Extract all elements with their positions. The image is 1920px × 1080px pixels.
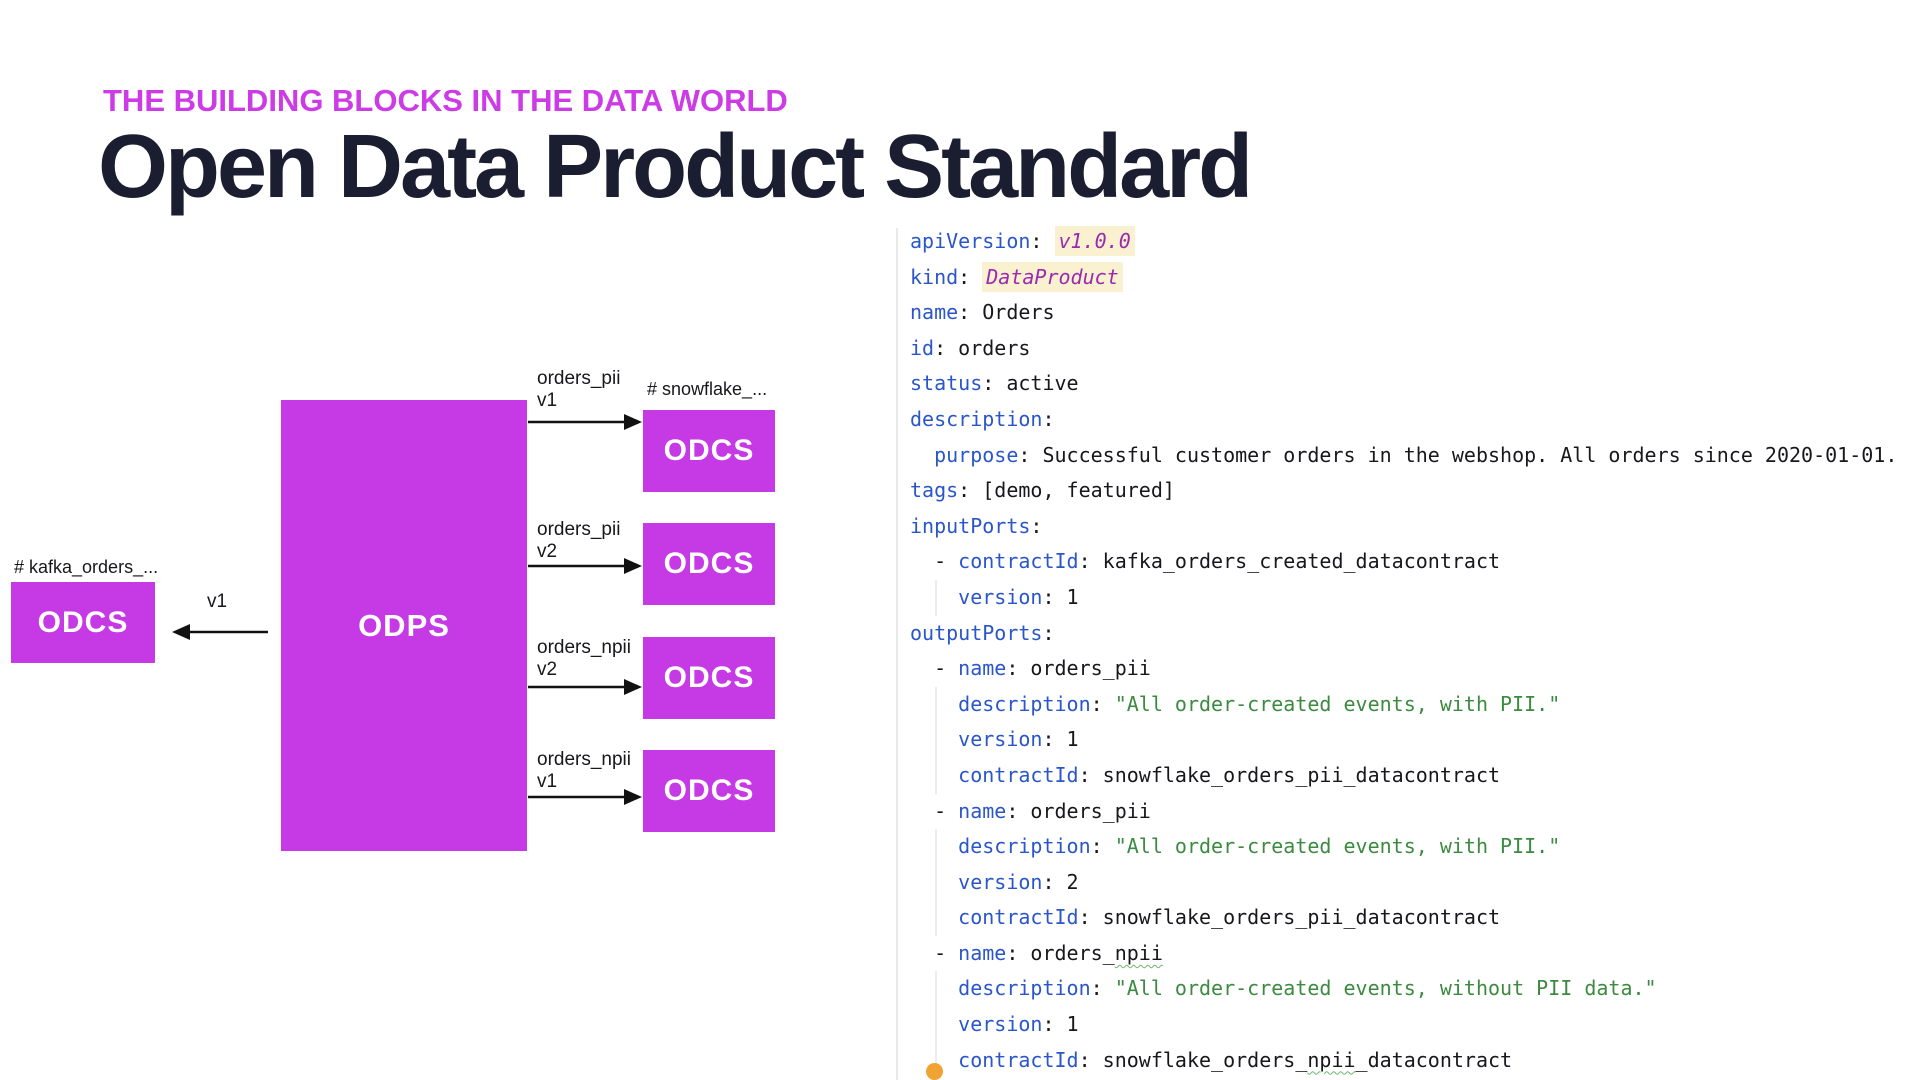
odcs-box-label: ODCS	[663, 434, 755, 467]
code-line: version: 1	[910, 1007, 1897, 1043]
port-name: orders_npii	[537, 637, 631, 658]
code-line: inputPorts:	[910, 513, 1043, 538]
odcs-box-kafka: ODCS	[11, 582, 155, 663]
odcs-box-snowflake-pii-v1: ODCS	[643, 410, 775, 492]
code-line: contractId: snowflake_orders_pii_datacon…	[910, 757, 1897, 794]
code-line: tags: [demo, featured]	[910, 478, 1175, 503]
input-port-version-label: v1	[207, 591, 228, 612]
code-line: - name: orders_npii	[910, 940, 1163, 965]
code-line: version: 1	[910, 722, 1897, 758]
port-label-orders-pii-v2: orders_pii v2	[537, 519, 620, 562]
code-line: purpose: Successful customer orders in t…	[934, 442, 1898, 467]
odcs-box-label: ODCS	[663, 547, 755, 580]
code-line: - name: orders_pii	[910, 798, 1151, 823]
code-line: contractId: snowflake_orders_npii_dataco…	[910, 1042, 1897, 1079]
port-label-orders-npii-v2: orders_npii v2	[537, 637, 631, 680]
odcs-box-label: ODCS	[663, 661, 755, 694]
odcs-box-snowflake-pii-v2: ODCS	[643, 523, 775, 605]
kafka-contract-label: # kafka_orders_...	[14, 557, 159, 577]
arrow-orders-pii-v1	[528, 414, 642, 430]
odcs-box-label: ODCS	[663, 774, 755, 807]
arrow-input-port-kafka	[172, 624, 268, 640]
code-marker-dot	[926, 1063, 943, 1080]
port-name: orders_npii	[537, 749, 631, 770]
odps-box-label: ODPS	[358, 607, 450, 643]
code-line: description: "All order-created events, …	[910, 829, 1897, 865]
code-line: version: 1	[910, 579, 1897, 616]
code-line: name: Orders	[910, 300, 1055, 325]
code-line: description: "All order-created events, …	[910, 686, 1897, 723]
code-line: kind: DataProduct	[910, 260, 1897, 296]
port-label-orders-npii-v1: orders_npii v1	[537, 749, 631, 792]
odcs-box-label: ODCS	[37, 605, 129, 639]
code-line: id: orders	[910, 335, 1031, 360]
port-version: v1	[537, 389, 558, 411]
code-line: status: active	[910, 371, 1079, 396]
code-line: outputPorts:	[910, 620, 1055, 645]
port-name: orders_pii	[537, 368, 621, 389]
code-line: - contractId: kafka_orders_created_datac…	[910, 549, 1501, 574]
port-version: v2	[537, 658, 558, 680]
port-version: v1	[537, 770, 558, 792]
odps-box: ODPS	[281, 400, 527, 851]
code-line: description:	[910, 406, 1055, 431]
eyebrow-heading: THE BUILDING BLOCKS IN THE DATA WORLD	[103, 83, 788, 118]
code-line: version: 2	[910, 864, 1897, 901]
code-block-border	[896, 228, 898, 1080]
code-line: apiVersion: v1.0.0	[910, 224, 1897, 260]
code-line: - name: orders_pii	[910, 656, 1151, 681]
arrow-orders-npii-v2	[528, 679, 642, 695]
port-version: v2	[537, 540, 558, 562]
odcs-box-snowflake-npii-v1: ODCS	[643, 750, 775, 832]
code-line: contractId: snowflake_orders_pii_datacon…	[910, 900, 1897, 936]
port-label-orders-pii-v1: orders_pii v1	[537, 368, 620, 411]
code-line: description: "All order-created events, …	[910, 971, 1897, 1007]
snowflake-contract-label: # snowflake_...	[647, 379, 768, 399]
page-title: Open Data Product Standard	[98, 117, 1253, 217]
port-name: orders_pii	[537, 519, 621, 540]
odcs-box-snowflake-npii-v2: ODCS	[643, 637, 775, 719]
